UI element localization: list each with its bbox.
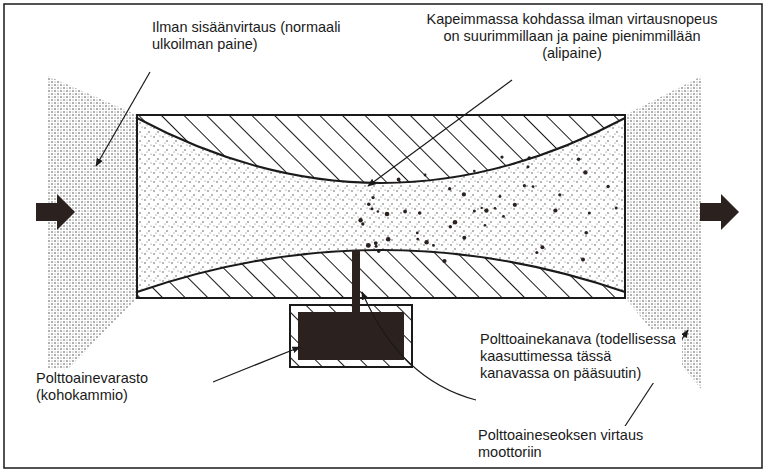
droplet bbox=[375, 245, 378, 248]
callout-label: Kapeimmassa kohdassa ilman virtausnopeus… bbox=[420, 10, 724, 63]
droplet bbox=[377, 210, 380, 213]
droplet bbox=[527, 165, 530, 168]
droplet bbox=[386, 237, 391, 242]
fuel-channel bbox=[352, 250, 360, 314]
droplet bbox=[502, 215, 505, 218]
droplet bbox=[416, 232, 419, 235]
droplet bbox=[481, 207, 483, 209]
upper-wall bbox=[137, 115, 625, 183]
callout-label: Polttoainevarasto (kohokammio) bbox=[34, 369, 213, 405]
droplet bbox=[358, 218, 362, 222]
droplet bbox=[484, 208, 488, 212]
flow-arrow bbox=[36, 194, 75, 230]
droplet bbox=[583, 170, 587, 174]
droplet bbox=[494, 207, 497, 210]
droplet bbox=[615, 207, 618, 210]
droplet bbox=[540, 245, 544, 249]
droplet bbox=[418, 211, 422, 215]
droplet bbox=[499, 195, 502, 198]
float-chamber bbox=[290, 305, 412, 367]
droplet bbox=[473, 210, 476, 213]
frame bbox=[4, 4, 762, 468]
leader-line bbox=[203, 347, 300, 386]
droplet bbox=[449, 225, 452, 228]
droplet bbox=[606, 185, 609, 188]
flow-arrow bbox=[700, 194, 739, 230]
droplet bbox=[432, 244, 435, 247]
droplet bbox=[558, 193, 561, 196]
droplet bbox=[366, 243, 371, 248]
lower-wall bbox=[137, 250, 625, 298]
droplet bbox=[361, 222, 364, 225]
droplet bbox=[453, 220, 458, 225]
fuel bbox=[298, 312, 404, 360]
droplet bbox=[581, 258, 585, 262]
droplet bbox=[416, 238, 419, 241]
droplet bbox=[532, 185, 535, 188]
droplet bbox=[553, 208, 557, 212]
air-inlet bbox=[48, 76, 137, 390]
droplet bbox=[367, 202, 371, 206]
droplet bbox=[448, 187, 451, 190]
droplet bbox=[403, 210, 407, 214]
droplet bbox=[372, 196, 375, 199]
callout-label: Polttoaineseoksen virtaus moottoriin bbox=[476, 426, 660, 462]
droplet bbox=[588, 212, 591, 215]
droplet bbox=[484, 224, 487, 227]
droplet bbox=[371, 207, 374, 210]
droplet bbox=[577, 158, 581, 162]
leader-line bbox=[368, 80, 512, 186]
droplet bbox=[424, 240, 428, 244]
leader-line bbox=[362, 292, 476, 400]
droplet bbox=[535, 251, 538, 254]
droplet bbox=[374, 242, 377, 245]
leader-line bbox=[96, 72, 150, 166]
callout-label: Polttoainekanava (todellisessa kaasuttim… bbox=[478, 330, 682, 383]
droplet bbox=[374, 241, 378, 245]
droplet bbox=[584, 231, 588, 235]
droplet bbox=[513, 203, 517, 207]
venturi-body bbox=[137, 115, 625, 298]
callout-label: Ilman sisäänvirtaus (normaali ulkoilman … bbox=[150, 18, 354, 54]
droplet bbox=[462, 192, 466, 196]
droplet bbox=[385, 212, 390, 217]
droplet bbox=[523, 184, 526, 187]
droplet bbox=[462, 236, 466, 240]
